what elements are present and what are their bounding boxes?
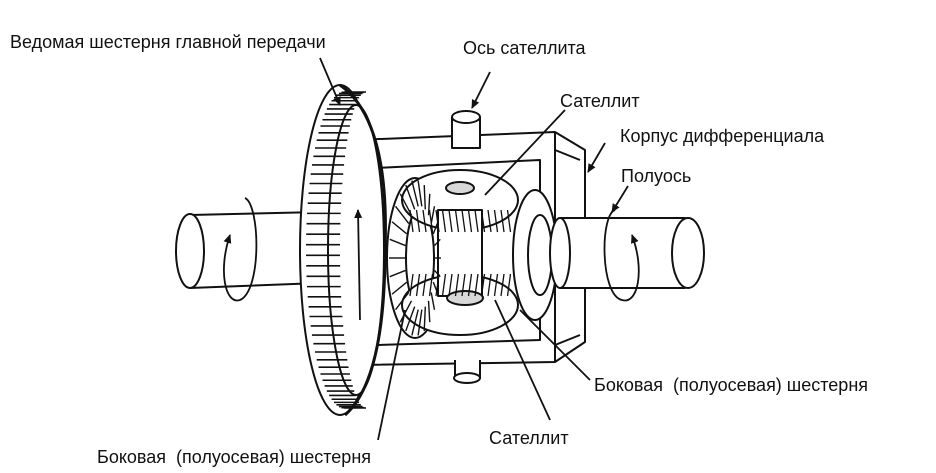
right-rotation-arrow [603, 209, 640, 302]
gear-tooth [405, 184, 416, 210]
gear-tooth [417, 180, 423, 207]
gear-tooth [506, 273, 512, 297]
gear-tooth [427, 300, 431, 323]
gear-tooth [487, 209, 492, 233]
gear-tooth [441, 273, 447, 297]
gear-tooth [427, 193, 431, 216]
gear-tooth [467, 209, 473, 233]
gear-tooth [448, 273, 453, 297]
gear-tooth [415, 273, 421, 297]
gear-tooth [500, 209, 505, 233]
gear-tooth [391, 221, 408, 235]
gear-tooth [441, 209, 447, 233]
gear-tooth [448, 209, 453, 233]
gear-tooth [428, 209, 434, 233]
gear-tooth [430, 206, 436, 224]
gear-tooth [389, 269, 406, 278]
gear-tooth [409, 209, 414, 233]
gear-tooth [394, 205, 410, 224]
left-rotation-arrow [223, 197, 258, 302]
gear-tooth [391, 281, 408, 295]
label-pinion-top: Сателлит [560, 91, 640, 111]
label-ring-gear: Ведомая шестерня главной передачи [10, 32, 326, 52]
gear-tooth [434, 238, 441, 247]
gear-tooth [487, 273, 492, 297]
gear-tooth [506, 209, 512, 233]
gear-tooth [461, 273, 466, 297]
gear-tooth [411, 180, 419, 207]
leader-axle-shaft [611, 185, 629, 213]
gear-tooth [405, 306, 416, 332]
left-axle-shaft [175, 211, 321, 289]
right-axle-shaft [549, 217, 705, 289]
label-diff-case: Корпус дифференциала [620, 126, 825, 146]
gear-tooth [493, 273, 499, 297]
gear-tooth [389, 238, 406, 247]
pinion-shaft [451, 110, 481, 384]
gear-tooth [435, 209, 440, 233]
pinion-gear-teeth [409, 209, 512, 297]
gear-tooth [461, 209, 466, 233]
label-axle-shaft: Полуось [621, 166, 692, 186]
gear-tooth [417, 309, 423, 336]
gear-tooth [430, 292, 436, 310]
gear-tooth [474, 273, 479, 297]
label-side-gear-left: Боковая (полуосевая) шестерня [97, 447, 372, 467]
gear-tooth [411, 309, 419, 336]
leader-pinion-shaft [471, 71, 491, 109]
gear-tooth [474, 209, 479, 233]
leader-pinion-top [484, 109, 566, 196]
gear-tooth [428, 273, 434, 297]
gear-tooth [399, 300, 413, 323]
gear-tooth [422, 273, 427, 297]
label-pinion-bottom: Сателлит [489, 428, 569, 448]
leader-side-right [519, 309, 591, 381]
gear-tooth [423, 306, 427, 331]
gear-tooth [480, 273, 486, 297]
leader-side-left [377, 309, 406, 441]
label-side-gear-right: Боковая (полуосевая) шестерня [594, 375, 869, 395]
leader-pinion-bottom [494, 299, 551, 421]
label-pinion-shaft: Ось сателлита [463, 38, 586, 58]
gear-tooth [422, 209, 427, 233]
ring-rotation-arrow [354, 209, 363, 321]
gear-tooth [409, 273, 414, 297]
gear-tooth [467, 273, 473, 297]
gear-tooth [415, 209, 421, 233]
ring-gear [299, 83, 387, 417]
gear-tooth [500, 273, 505, 297]
gear-tooth [394, 292, 410, 311]
leader-diff-case [587, 142, 606, 173]
gear-tooth [435, 273, 440, 297]
gear-tooth [432, 281, 439, 295]
gear-tooth [454, 209, 460, 233]
gear-tooth [423, 185, 427, 210]
gear-tooth [480, 209, 486, 233]
gear-tooth [493, 209, 499, 233]
gear-tooth [454, 273, 460, 297]
leader-ring-gear [319, 57, 341, 106]
